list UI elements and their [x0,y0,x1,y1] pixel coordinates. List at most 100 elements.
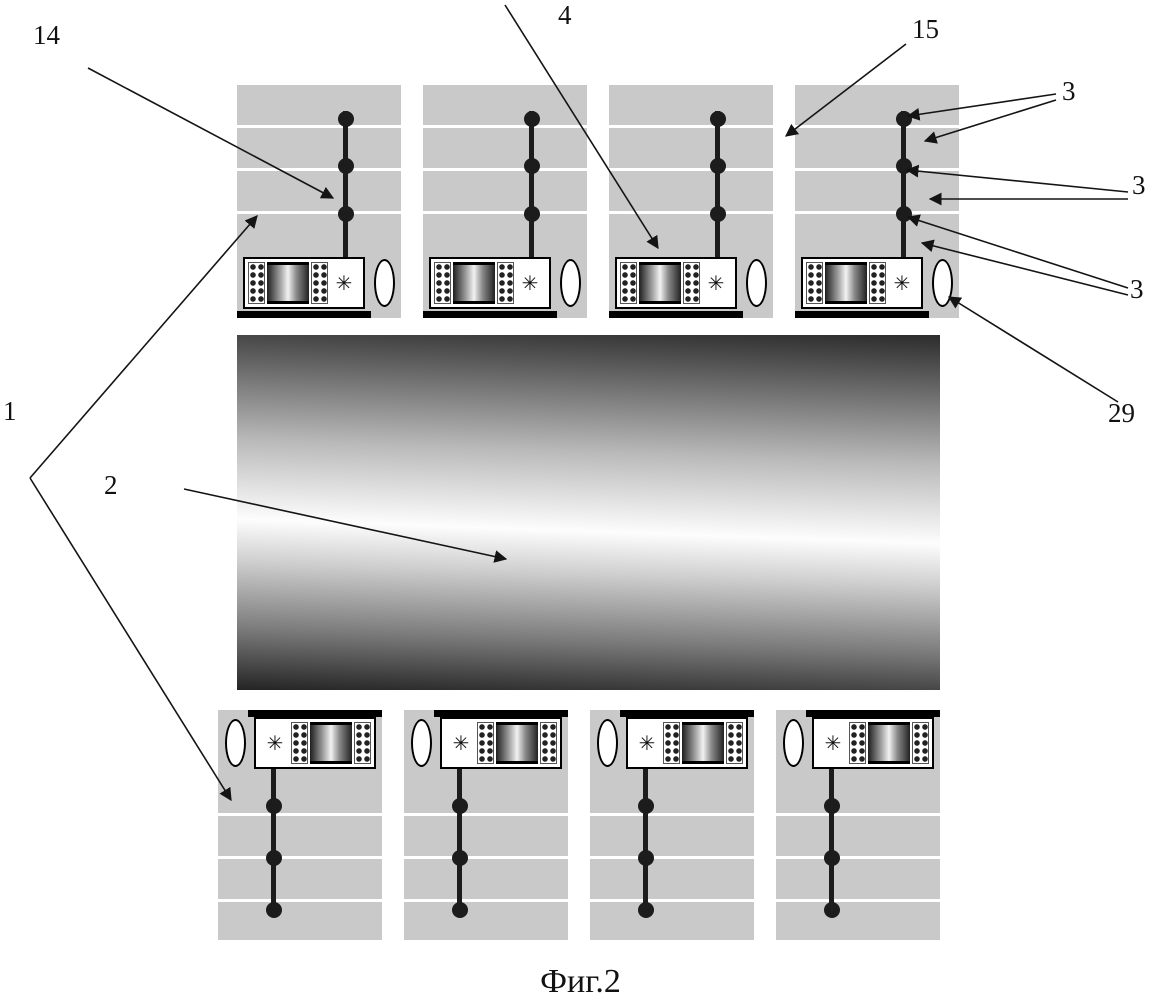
joint-node [452,798,468,814]
linkage-rod [643,769,648,915]
gear-icon: ✳ [893,271,911,295]
roller-section: ✳ [590,710,754,940]
roller-section: ✳ [795,85,959,318]
joint-node [896,158,912,174]
idler-ellipse [597,719,618,767]
bearing-pad [434,262,451,304]
joint-node [710,111,726,127]
ref-label-3b: 3 [1132,170,1146,200]
joint-node [896,111,912,127]
drive-unit: ✳ [812,717,934,769]
ref-label-2: 2 [104,470,118,500]
roller-section: ✳ [218,710,382,940]
joint-node [710,158,726,174]
drive-unit: ✳ [254,717,376,769]
ref-label-3c: 3 [1130,274,1144,304]
section-layers [237,85,401,254]
arrow-1-down [29,477,232,802]
joint-node [824,850,840,866]
drive-unit: ✳ [243,257,365,309]
bearing-pad [849,722,866,764]
idler-ellipse [932,259,953,307]
bearing-pad [477,722,494,764]
roller-section: ✳ [404,710,568,940]
roller-section: ✳ [423,85,587,318]
ref-label-3a: 3 [1062,76,1076,106]
bearing-pad [311,262,328,304]
base-bar [434,710,568,717]
bearing-pad [497,262,514,304]
ref-label-1: 1 [3,396,17,426]
section-layers [423,85,587,254]
base-bar [237,311,371,318]
joint-node [524,158,540,174]
gear-icon: ✳ [824,731,842,755]
idler-ellipse [225,719,246,767]
joint-node [266,902,282,918]
linkage-rod [829,769,834,915]
drive-unit: ✳ [801,257,923,309]
bearing-pad [354,722,371,764]
base-bar [806,710,940,717]
idler-ellipse [560,259,581,307]
bearing-pad [806,262,823,304]
drive-unit: ✳ [615,257,737,309]
joint-node [638,850,654,866]
idler-ellipse [411,719,432,767]
bearing-pad [912,722,929,764]
strip-billet [237,335,940,690]
section-layers [795,85,959,254]
idler-ellipse [374,259,395,307]
bearing-pad [620,262,637,304]
joint-node [452,850,468,866]
section-layers [609,85,773,254]
base-bar [795,311,929,318]
drive-roller [868,722,910,764]
bearing-pad [248,262,265,304]
section-layers [590,773,754,940]
ref-label-29: 29 [1108,398,1135,428]
joint-node [896,206,912,222]
figure-caption: Фиг.2 [540,963,621,1000]
drive-roller [639,262,681,304]
gear-icon: ✳ [266,731,284,755]
linkage-rod [529,111,534,261]
joint-node [638,902,654,918]
drive-roller [682,722,724,764]
section-layers [218,773,382,940]
drive-unit: ✳ [429,257,551,309]
bearing-pad [869,262,886,304]
base-bar [609,311,743,318]
arrow-1-up [29,215,258,479]
bearing-pad [683,262,700,304]
gear-icon: ✳ [521,271,539,295]
gear-icon: ✳ [638,731,656,755]
roller-section: ✳ [609,85,773,318]
drive-unit: ✳ [440,717,562,769]
base-bar [423,311,557,318]
joint-node [338,158,354,174]
drive-roller [453,262,495,304]
linkage-rod [343,111,348,261]
joint-node [638,798,654,814]
base-bar [248,710,382,717]
joint-node [824,798,840,814]
linkage-rod [901,111,906,261]
drive-roller [310,722,352,764]
bearing-pad [291,722,308,764]
drive-roller [267,262,309,304]
idler-ellipse [746,259,767,307]
linkage-rod [715,111,720,261]
section-layers [404,773,568,940]
gear-icon: ✳ [707,271,725,295]
gear-icon: ✳ [335,271,353,295]
joint-node [710,206,726,222]
joint-node [524,206,540,222]
drive-unit: ✳ [626,717,748,769]
gear-icon: ✳ [452,731,470,755]
bearing-pad [726,722,743,764]
linkage-rod [271,769,276,915]
ref-label-4: 4 [558,0,572,30]
bearing-pad [540,722,557,764]
